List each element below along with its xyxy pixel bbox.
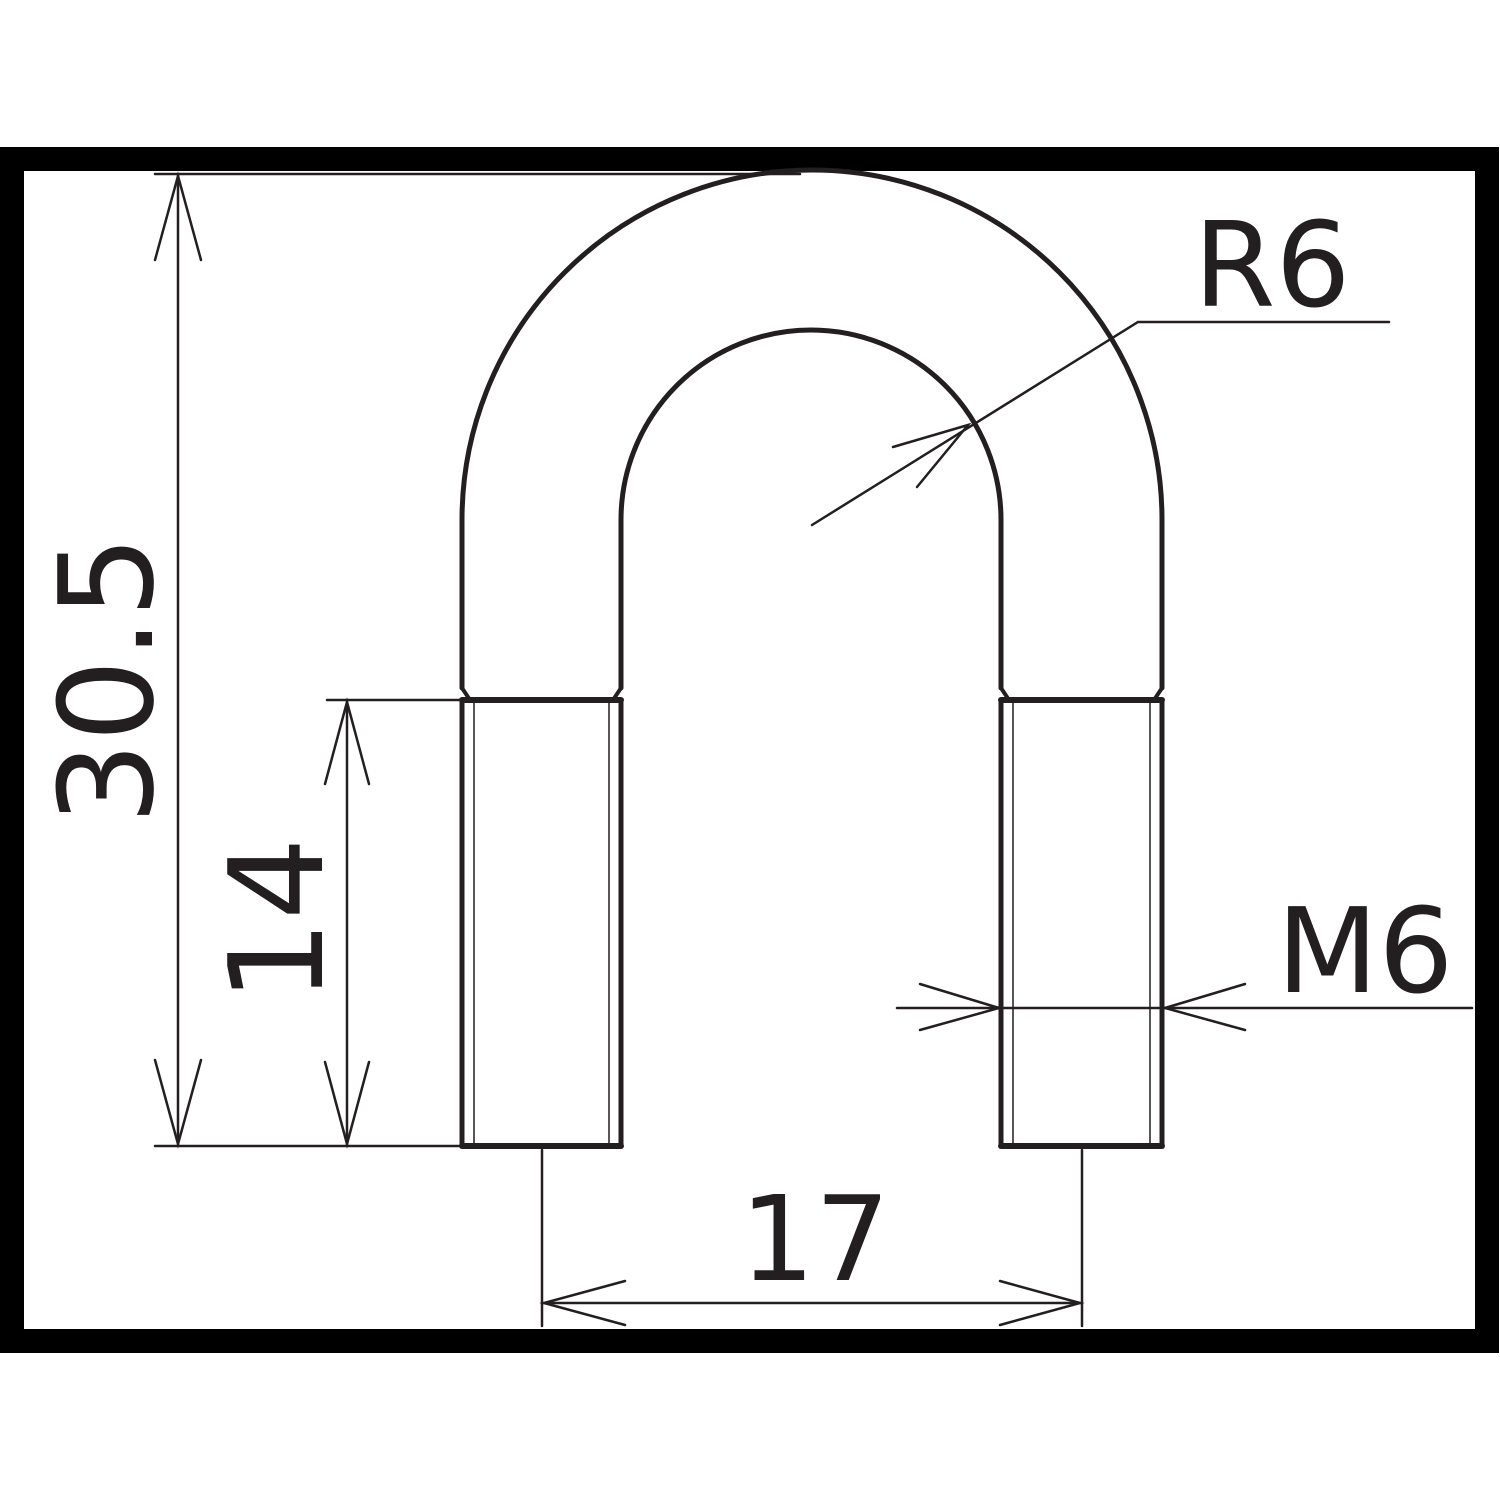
leg-spacing-label: 17 — [740, 1170, 890, 1308]
thread-size-label: M6 — [1277, 882, 1454, 1020]
bend-radius-label: R6 — [1193, 196, 1350, 334]
overall-height-label: 30.5 — [31, 535, 183, 824]
radius-leader-line — [810, 320, 1391, 527]
u-bolt-inner-contour — [618, 327, 1004, 691]
arrowhead-bottom — [153, 1058, 203, 1149]
arrowhead-spacing-right — [998, 1279, 1085, 1327]
arrowhead-thread-size-left — [918, 982, 1004, 1032]
dimension-lines — [153, 171, 1474, 1328]
u-bolt-part — [459, 167, 1165, 1149]
arrowhead-top — [153, 171, 203, 262]
arrowhead-thread-top — [323, 697, 371, 786]
arrowhead-thread-bottom — [323, 1060, 371, 1149]
arrowhead-radius — [891, 422, 972, 489]
bend-radius-leader — [810, 320, 1391, 527]
drawing-frame — [0, 147, 1499, 1353]
arrowhead-spacing-left — [539, 1279, 627, 1327]
thread-size-dimension — [895, 982, 1474, 1032]
arrowhead-thread-size-right — [1160, 982, 1247, 1032]
leg-spacing-dimension — [539, 1148, 1085, 1328]
thread-length-label: 14 — [201, 837, 353, 1002]
overall-height-dimension — [153, 171, 802, 1149]
u-bolt-outer-contour — [459, 167, 1165, 691]
thread-length-dimension — [323, 697, 464, 1149]
